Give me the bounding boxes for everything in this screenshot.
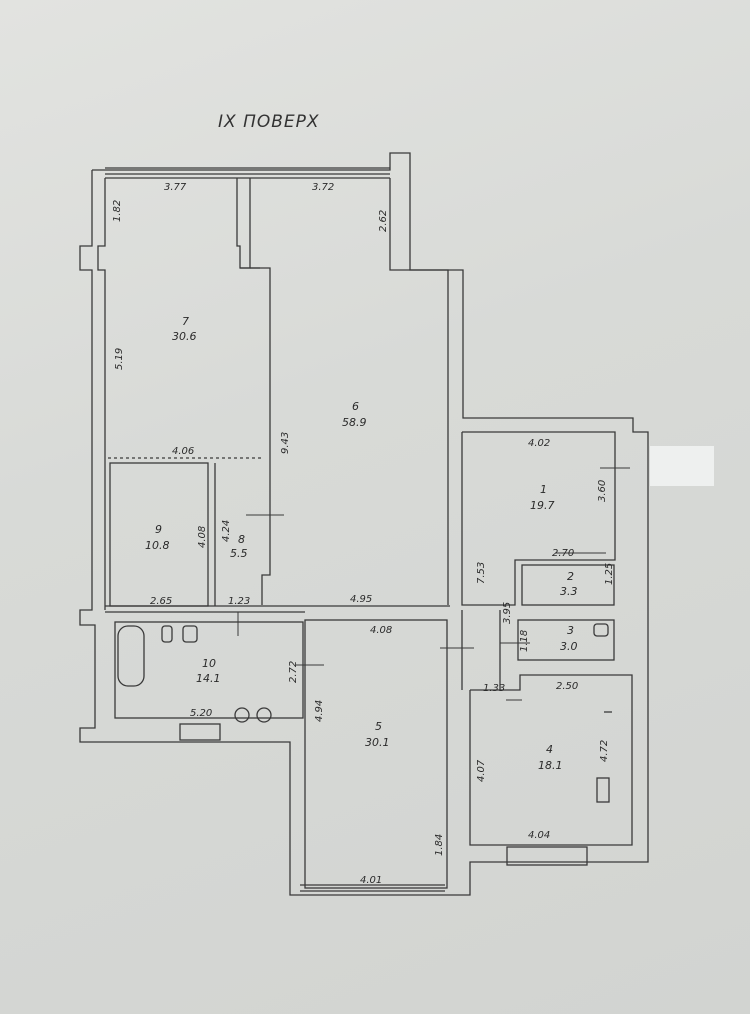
room-area: 30.6 — [172, 330, 197, 343]
room-area: 3.0 — [560, 640, 578, 653]
room-area: 5.5 — [230, 547, 248, 560]
dimension-label: 4.95 — [350, 594, 372, 605]
floor-title: IX ПОВЕРХ — [218, 112, 320, 132]
dimension-label: 2.62 — [378, 210, 389, 232]
dimension-label: 2.72 — [288, 661, 299, 683]
dimension-label: 9.43 — [280, 432, 291, 454]
room-area: 30.1 — [365, 736, 390, 749]
room-number: 10 — [202, 657, 216, 670]
dimension-label: 4.08 — [197, 526, 208, 548]
room-area: 18.1 — [538, 759, 563, 772]
paper-highlight — [650, 446, 714, 486]
dimension-label: 2.70 — [552, 548, 574, 559]
room-number: 4 — [546, 743, 553, 756]
dimension-label: 1.25 — [604, 563, 615, 585]
walls — [79, 152, 649, 896]
dimension-label: 2.65 — [150, 596, 172, 607]
dimension-label: 1.82 — [112, 200, 123, 222]
dimension-label: 4.01 — [360, 875, 382, 886]
dimension-label: 4.72 — [599, 740, 610, 762]
room-number: 9 — [155, 523, 162, 536]
dimension-label: 3.77 — [164, 182, 187, 193]
dimension-label: 2.50 — [556, 681, 578, 692]
dimension-label: 4.02 — [528, 438, 550, 449]
dimension-label: 3.60 — [597, 480, 608, 502]
room-number: 6 — [352, 400, 359, 413]
room-number: 5 — [375, 720, 382, 733]
room-area: 58.9 — [342, 416, 367, 429]
room-labels: 7 30.6 6 58.9 9 10.8 8 5.5 1 19.7 2 3.3 … — [145, 315, 578, 772]
dimension-label: 3.95 — [502, 602, 513, 624]
dimension-label: 5.19 — [114, 348, 125, 370]
dimension-label: 5.20 — [190, 708, 212, 719]
dimension-label: 1.33 — [483, 683, 505, 694]
dimension-ticks — [237, 467, 630, 701]
dimension-label: 1.18 — [519, 630, 530, 652]
dimension-label: 4.06 — [172, 446, 194, 457]
dimension-label: 4.94 — [314, 700, 325, 722]
room-area: 19.7 — [530, 499, 555, 512]
room-number: 3 — [567, 624, 574, 637]
room-area: 14.1 — [196, 672, 221, 685]
room-area: 10.8 — [145, 539, 170, 552]
room-number: 7 — [182, 315, 189, 328]
room-area: 3.3 — [560, 585, 578, 598]
room-number: 8 — [238, 533, 245, 546]
dimension-label: 4.08 — [370, 625, 392, 636]
dimension-label: 4.24 — [221, 520, 232, 542]
dimension-label: 3.72 — [312, 182, 334, 193]
dimension-label: 4.07 — [476, 759, 487, 782]
dimension-label: 4.04 — [528, 830, 550, 841]
dimension-labels: 3.77 3.72 1.82 2.62 5.19 9.43 4.06 4.08 … — [112, 182, 615, 886]
dimension-label: 1.23 — [228, 596, 250, 607]
dimension-label: 1.84 — [434, 834, 445, 856]
room-number: 1 — [540, 483, 547, 496]
dimension-label: 7.53 — [476, 562, 487, 584]
room-number: 2 — [567, 570, 574, 583]
